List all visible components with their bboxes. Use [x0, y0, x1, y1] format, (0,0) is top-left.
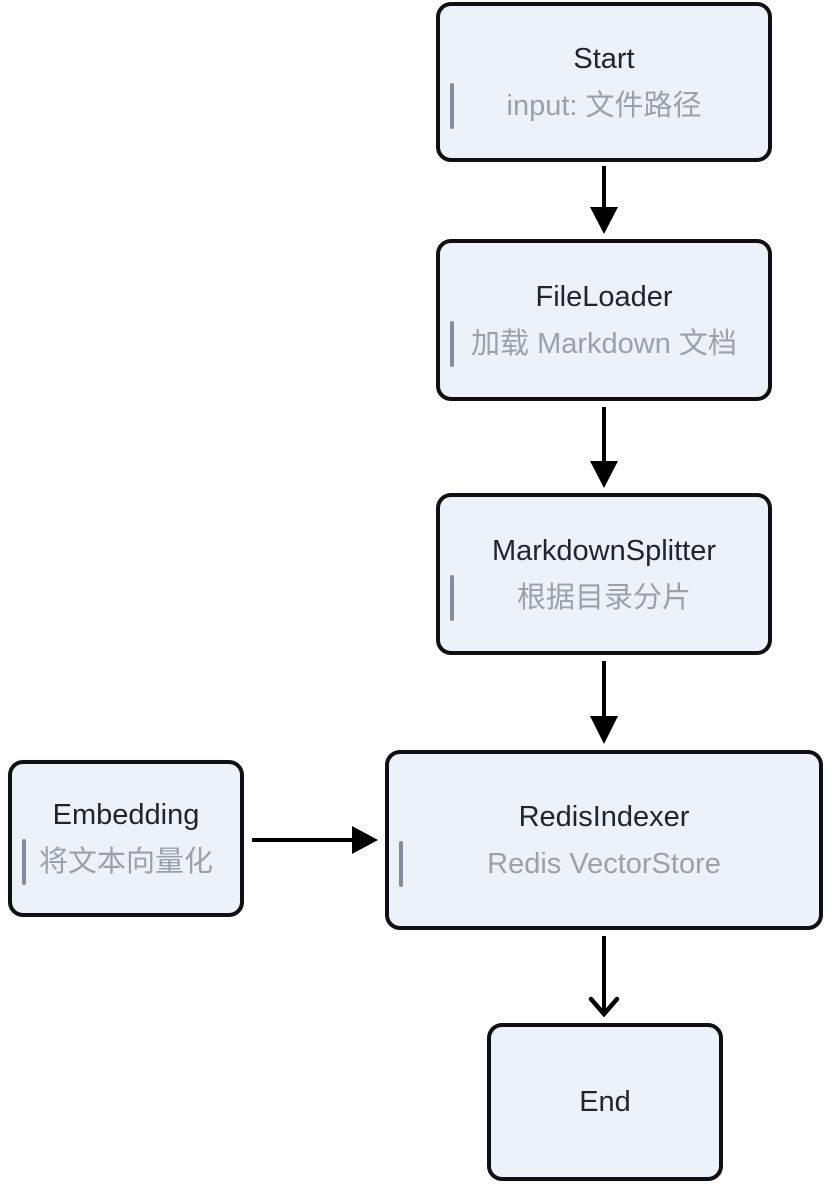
node-title: MarkdownSplitter	[491, 534, 717, 567]
node-subtitle: input: 文件路径	[506, 89, 702, 122]
node-subtitle: Redis VectorStore	[487, 847, 721, 880]
subtitle-accent-bar	[450, 320, 454, 367]
node-end: End	[487, 1023, 723, 1181]
edge-fileloader-to-markdownsplitter	[590, 407, 618, 488]
subtitle-accent-bar	[450, 574, 454, 621]
node-subtitle: 将文本向量化	[38, 846, 213, 878]
node-title: End	[579, 1086, 631, 1118]
node-subtitle: 加载 Markdown 文档	[471, 327, 737, 360]
node-title: Start	[573, 42, 635, 75]
node-markdownsplitter: MarkdownSplitter 根据目录分片	[436, 493, 772, 655]
node-title: Embedding	[52, 799, 200, 831]
node-subtitle-row: input: 文件路径	[440, 82, 768, 129]
node-fileloader: FileLoader 加载 Markdown 文档	[436, 239, 772, 401]
edge-redisindexer-to-end	[588, 936, 620, 1018]
subtitle-accent-bar	[450, 82, 454, 129]
edge-start-to-fileloader	[590, 166, 618, 234]
edge-embedding-to-redisindexer	[252, 826, 378, 854]
node-subtitle-row: 将文本向量化	[12, 839, 240, 885]
subtitle-accent-bar	[22, 839, 26, 885]
node-redisindexer: RedisIndexer Redis VectorStore	[385, 750, 823, 930]
node-subtitle-row: 加载 Markdown 文档	[440, 320, 768, 367]
node-subtitle-row: 根据目录分片	[440, 574, 768, 621]
node-title: FileLoader	[535, 280, 673, 313]
subtitle-accent-bar	[399, 840, 403, 887]
node-embedding: Embedding 将文本向量化	[8, 760, 244, 917]
node-subtitle: 根据目录分片	[516, 581, 691, 614]
node-subtitle-row: Redis VectorStore	[389, 840, 819, 887]
edge-markdownsplitter-to-redisindexer	[590, 661, 618, 744]
node-title: RedisIndexer	[518, 800, 690, 833]
node-start: Start input: 文件路径	[436, 2, 772, 162]
